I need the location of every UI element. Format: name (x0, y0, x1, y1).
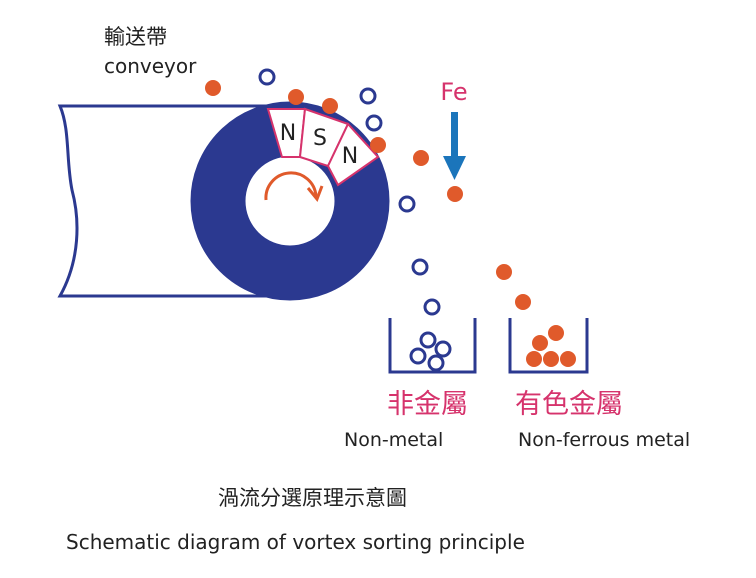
pole-label-2: S (313, 126, 327, 151)
particle-metal (205, 80, 221, 96)
fe-label: Fe (440, 78, 467, 106)
particle-metal (496, 264, 512, 280)
particle-metal (515, 294, 531, 310)
nonferrous-label-en: Non-ferrous metal (518, 429, 690, 451)
nonferrous-bin (508, 318, 589, 374)
particle-metal (447, 186, 463, 202)
drum-hub (246, 157, 334, 245)
particle-nonmetal (365, 114, 383, 132)
particle-metal (322, 98, 338, 114)
arrow-down-icon (443, 112, 466, 180)
conveyor-label-en: conveyor (104, 54, 197, 78)
nonmetal-label-zh: 非金屬 (387, 389, 468, 420)
particle-nonmetal (411, 258, 429, 276)
particle-nonmetal (423, 298, 441, 316)
nonmetal-particles (258, 68, 441, 316)
particle-nonmetal (258, 68, 276, 86)
nonferrous-bin-contents (526, 325, 576, 367)
nonferrous-label-zh: 有色金屬 (515, 389, 623, 420)
nonmetal-bin-contents (409, 331, 452, 372)
particle-metal (288, 89, 304, 105)
particle-metal (370, 137, 386, 153)
pole-sector-3 (326, 122, 380, 187)
nonmetal-bin (388, 318, 477, 374)
caption-en: Schematic diagram of vortex sorting prin… (66, 530, 525, 554)
particle-metal (413, 150, 429, 166)
particle-nonmetal (398, 195, 416, 213)
caption-zh: 渦流分選原理示意圖 (218, 486, 407, 510)
pole-label-1: N (280, 121, 296, 146)
clockwise-arrow-icon (264, 171, 324, 202)
metal-particles (205, 80, 531, 310)
magnet-poles (266, 107, 380, 187)
nonmetal-label-en: Non-metal (344, 429, 443, 451)
particle-nonmetal (359, 87, 377, 105)
pole-label-3: N (342, 144, 358, 169)
conveyor-label-zh: 輸送帶 (104, 25, 167, 49)
